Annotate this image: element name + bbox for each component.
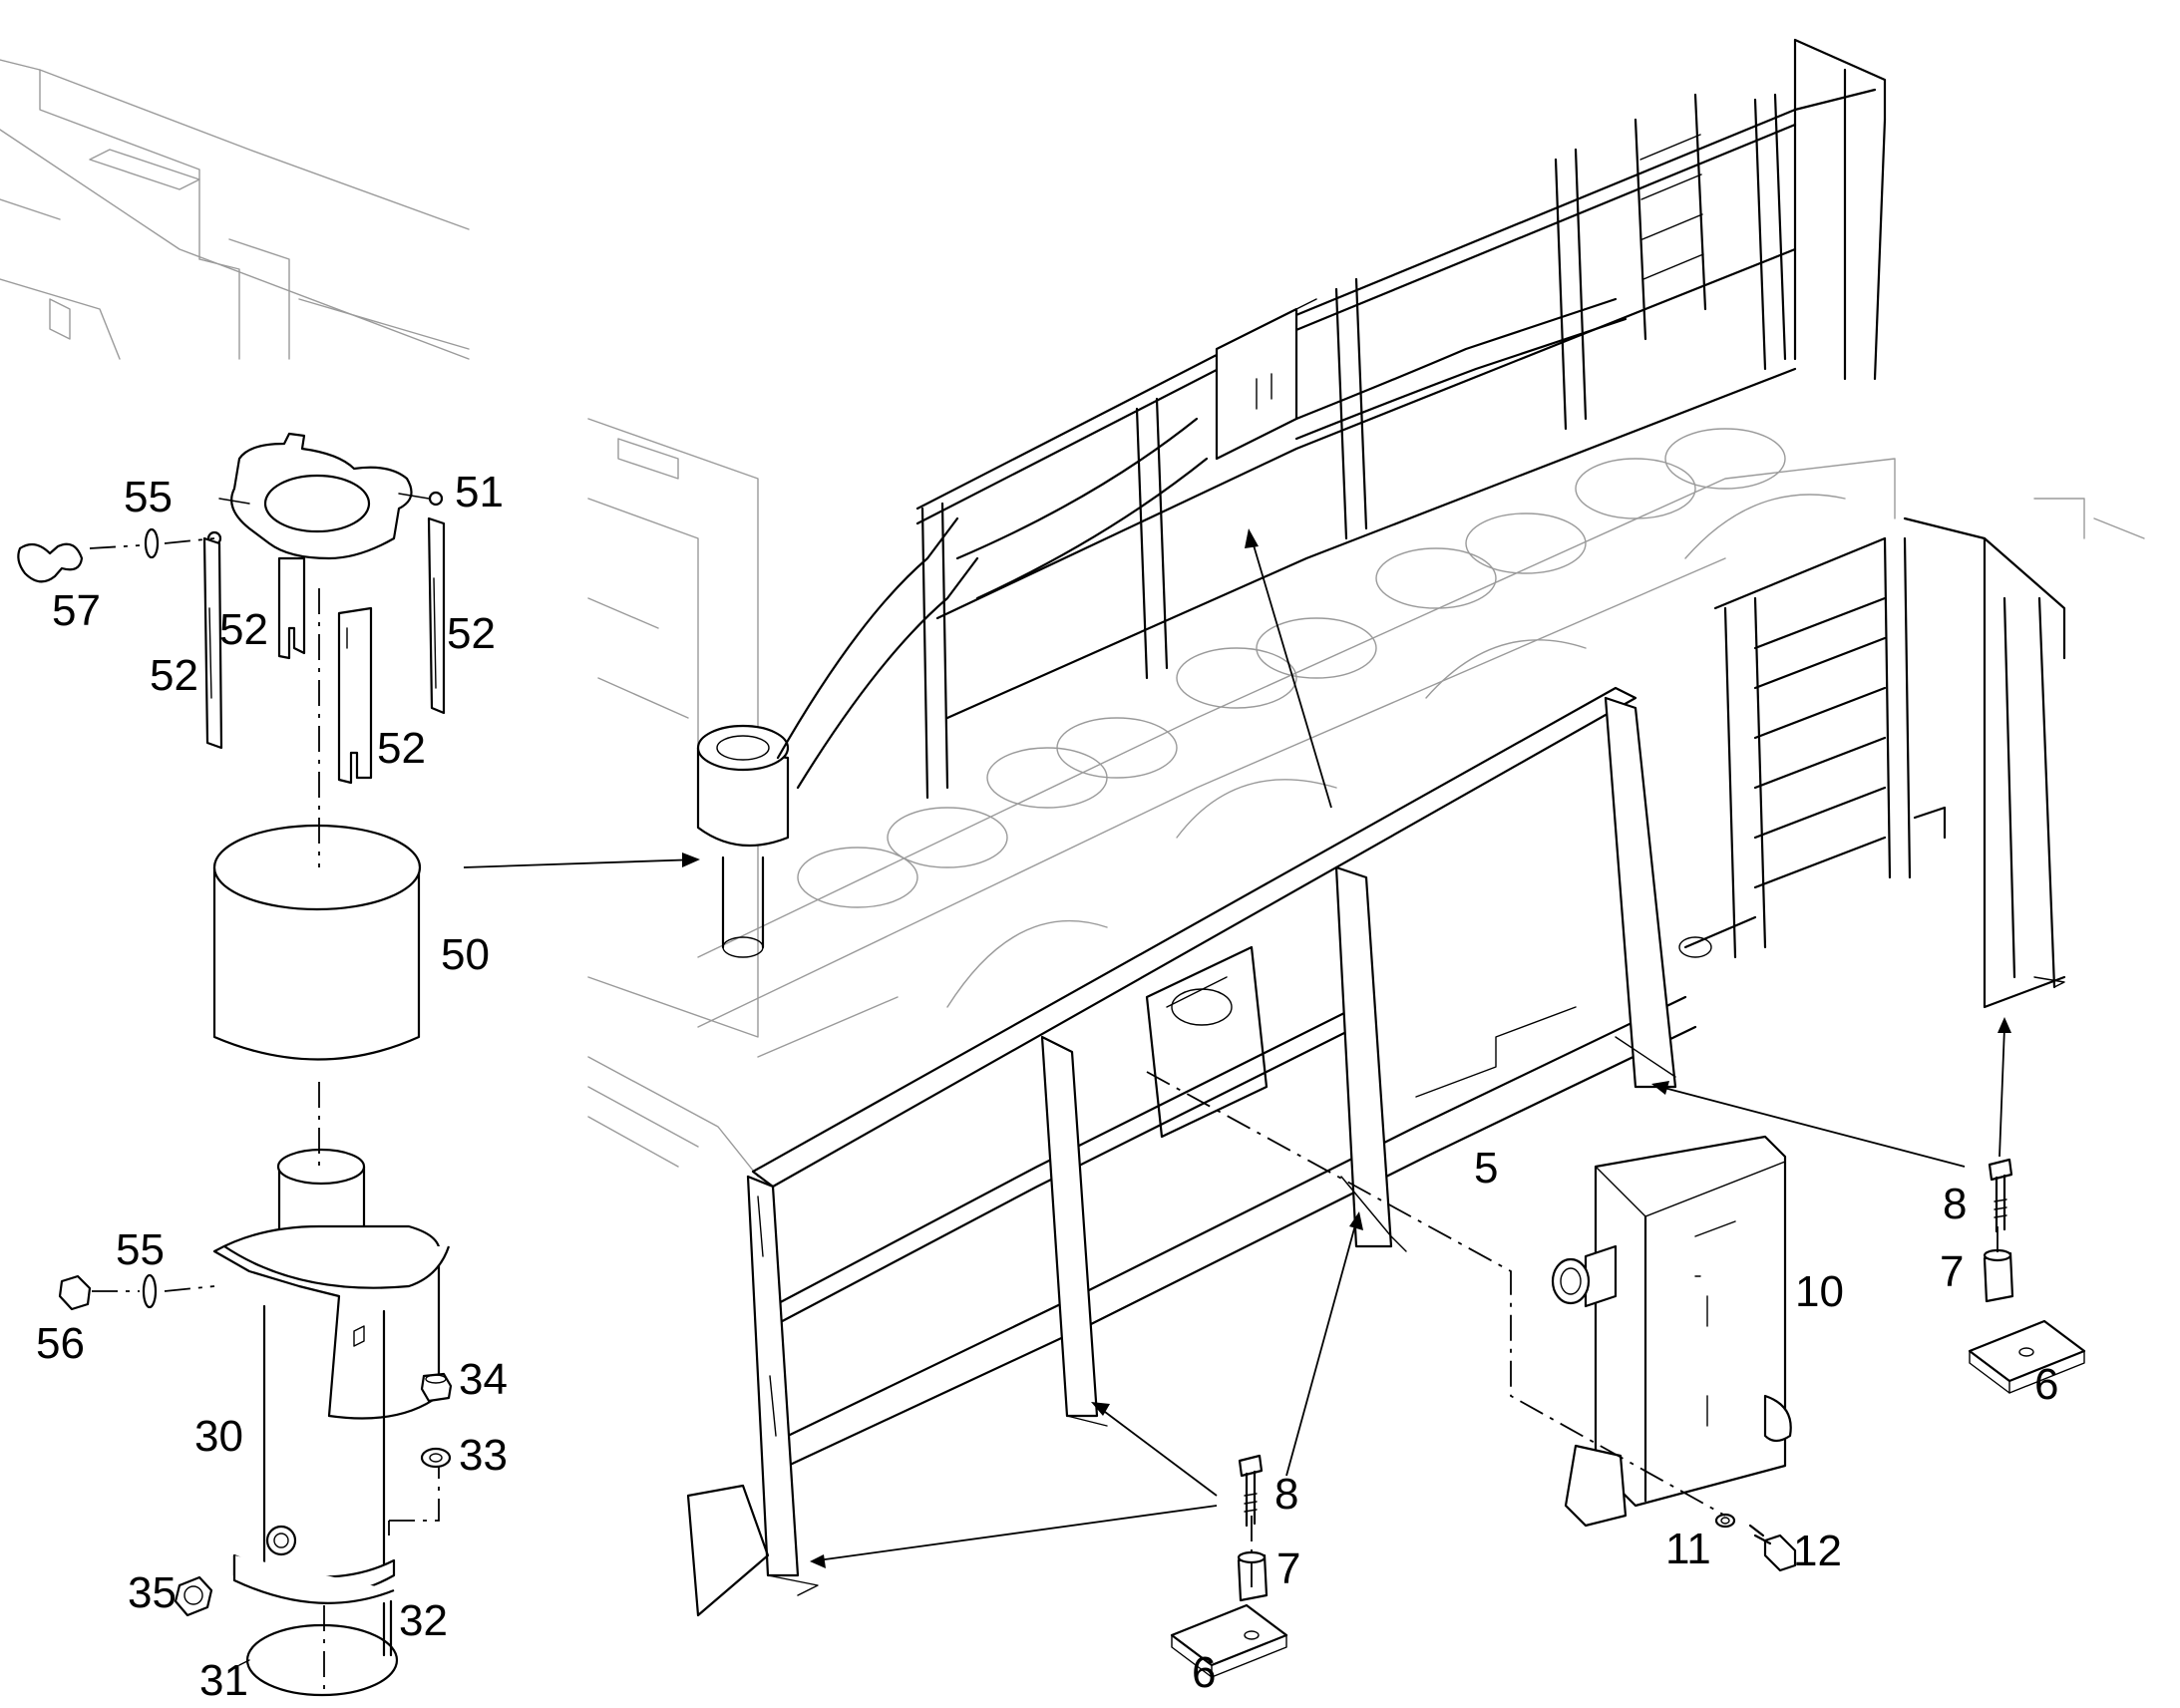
callout-33: 33	[459, 1431, 508, 1480]
callout-8: 8	[1943, 1180, 1967, 1228]
callout-55: 55	[124, 473, 173, 521]
washer-item-33	[420, 1447, 452, 1469]
nut-item-56	[58, 1274, 92, 1311]
callout-52: 52	[219, 605, 268, 654]
callout-8: 8	[1274, 1470, 1298, 1519]
clamp-ring-item-31	[238, 1623, 399, 1697]
right-guard-ladder	[1678, 516, 2066, 1009]
insulation-sleeve-item-50	[212, 824, 422, 1061]
fastener-group-right	[1968, 1158, 2086, 1394]
callout-32: 32	[399, 1596, 448, 1645]
callout-56: 56	[36, 1319, 85, 1368]
callout-52: 52	[377, 724, 426, 773]
leader-lines	[463, 528, 2011, 1568]
strap-ring-item-51	[206, 432, 444, 560]
strap-item-52-d	[337, 606, 373, 785]
washer-item-55-upper	[144, 527, 160, 559]
strap-item-52-c	[427, 516, 446, 715]
exhaust-pipe-item-30	[212, 1148, 451, 1604]
callout-6: 6	[1192, 1648, 1216, 1697]
callout-12: 12	[1793, 1527, 1842, 1575]
background-machine-corner	[0, 59, 470, 360]
silencer-item-10	[1551, 1135, 1792, 1528]
stud-item-32	[382, 1599, 393, 1657]
main-frame-item-5	[686, 686, 1697, 1617]
callout-7: 7	[1940, 1247, 1964, 1296]
callout-labels: 5 6 6 7 7 8 8 10 11 12 30 31 32 33 34 35…	[36, 468, 2058, 1705]
callout-11: 11	[1665, 1525, 1711, 1573]
callout-10: 10	[1795, 1267, 1844, 1316]
wing-nut-item-57	[17, 542, 84, 583]
callout-55: 55	[116, 1225, 165, 1274]
callout-6: 6	[2034, 1360, 2058, 1409]
installed-exhaust-stack	[696, 516, 979, 958]
callout-52: 52	[150, 651, 198, 700]
callout-34: 34	[459, 1355, 508, 1404]
washer-item-11	[1714, 1513, 1736, 1529]
plug-item-35	[174, 1575, 213, 1617]
callout-52: 52	[447, 609, 496, 658]
callout-51: 51	[455, 468, 504, 516]
bolt-item-12	[1748, 1524, 1797, 1572]
callout-50: 50	[441, 930, 490, 979]
callout-31: 31	[199, 1656, 248, 1705]
callout-57: 57	[52, 586, 101, 635]
callout-35: 35	[128, 1568, 177, 1617]
callout-5: 5	[1474, 1144, 1498, 1193]
washer-item-55-lower	[142, 1273, 158, 1309]
strap-item-52-a	[202, 536, 223, 750]
nut-item-34	[420, 1372, 453, 1403]
callout-30: 30	[194, 1412, 243, 1461]
callout-7: 7	[1276, 1544, 1300, 1593]
fastener-group-left	[1170, 1454, 1288, 1678]
upper-guard-frame	[915, 38, 1887, 800]
centerlines	[89, 537, 1998, 1690]
strap-item-52-b	[277, 556, 306, 660]
background-machine-frame	[587, 418, 2145, 1178]
